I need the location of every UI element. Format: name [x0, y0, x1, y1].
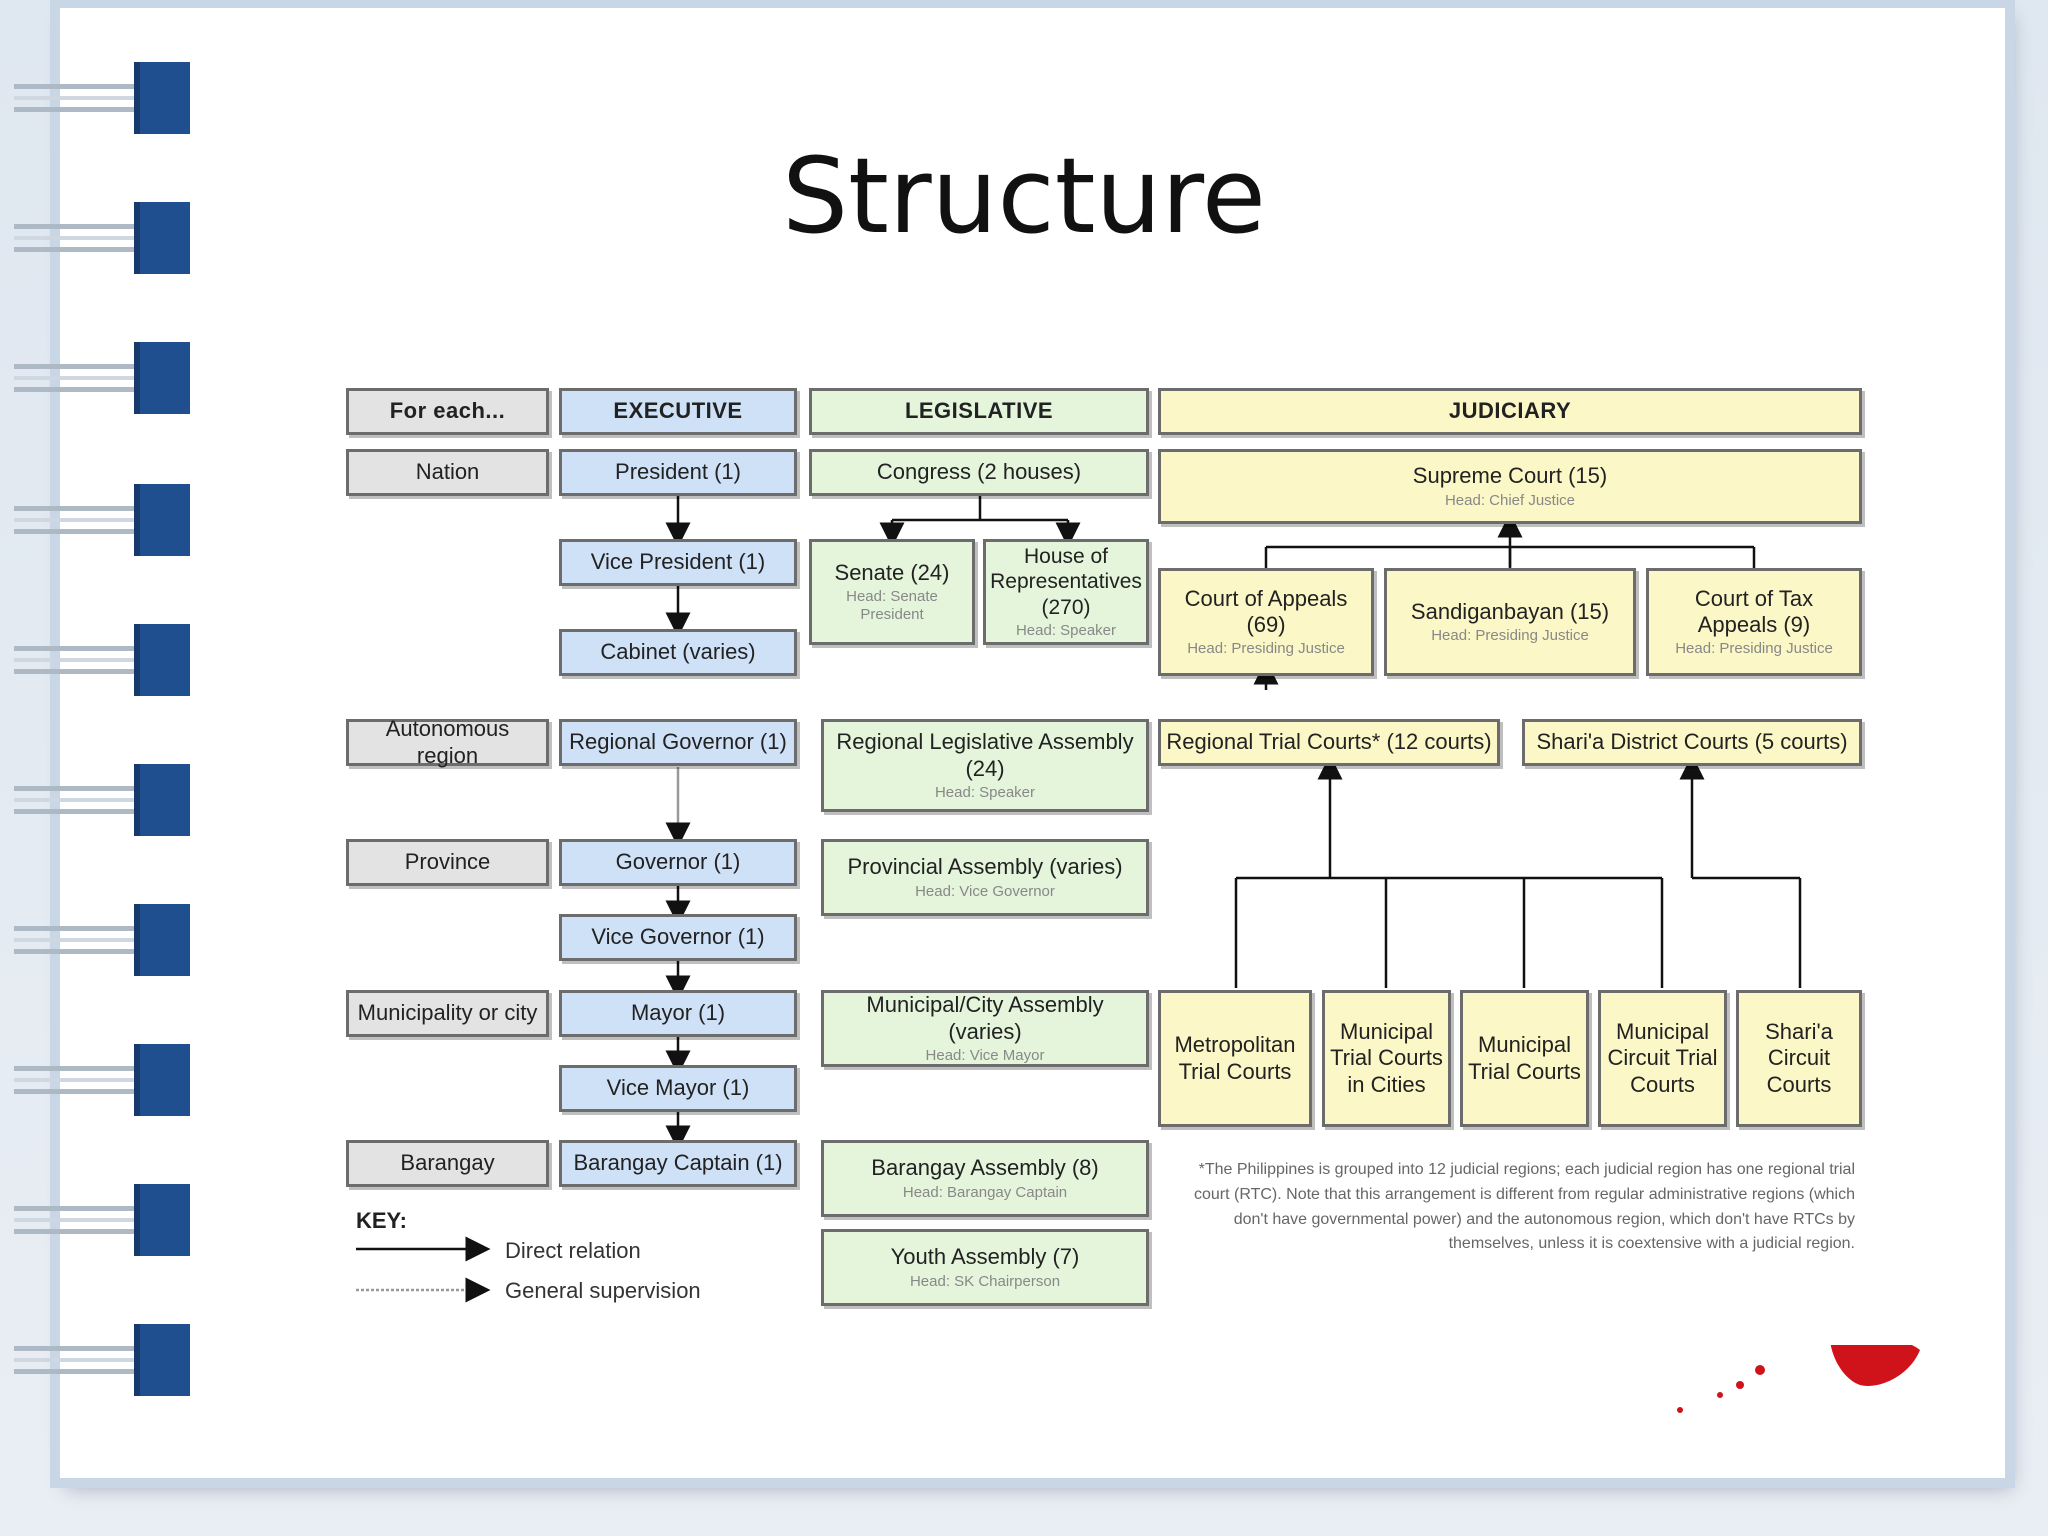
judiciary-municipal-circuit-trial-courts: Municipal Circuit Trial Courts: [1598, 990, 1727, 1127]
senate-head: Head: Senate President: [846, 588, 938, 624]
executive-vice-president: Vice President (1): [559, 539, 797, 586]
executive-cabinet: Cabinet (varies): [559, 629, 797, 676]
header-legislative: LEGISLATIVE: [809, 388, 1149, 435]
level-nation: Nation: [346, 449, 549, 496]
municipal-assembly-head: Head: Vice Mayor: [925, 1046, 1045, 1064]
binder-ring: [14, 1184, 190, 1256]
court-of-appeals-head: Head: Presiding Justice: [1187, 640, 1345, 658]
executive-vice-mayor: Vice Mayor (1): [559, 1065, 797, 1112]
key-title: KEY:: [356, 1208, 407, 1233]
executive-barangay-captain: Barangay Captain (1): [559, 1140, 797, 1187]
executive-president: President (1): [559, 449, 797, 496]
house-name: House of Representatives (270): [990, 545, 1142, 619]
municipal-assembly-name: Municipal/City Assembly (varies): [866, 992, 1104, 1044]
provincial-assembly-name: Provincial Assembly (varies): [847, 854, 1123, 880]
binder-ring: [14, 202, 190, 274]
binder-ring: [14, 1044, 190, 1116]
binder-ring: [14, 624, 190, 696]
senate-name: Senate (24): [834, 559, 950, 585]
legislative-regional-assembly: Regional Legislative Assembly (24) Head:…: [821, 719, 1149, 812]
key-general-supervision: General supervision: [505, 1278, 701, 1303]
map-fragment-decoration: [1660, 1330, 1940, 1413]
regional-assembly-name: Regional Legislative Assembly (24): [836, 729, 1134, 781]
judiciary-supreme-court: Supreme Court (15) Head: Chief Justice: [1158, 449, 1862, 524]
legislative-provincial-assembly: Provincial Assembly (varies) Head: Vice …: [821, 839, 1149, 916]
sandiganbayan-name: Sandiganbayan (15): [1410, 598, 1610, 624]
legislative-senate: Senate (24) Head: Senate President: [809, 539, 975, 645]
youth-assembly-name: Youth Assembly (7): [890, 1244, 1080, 1270]
judiciary-sandiganbayan: Sandiganbayan (15) Head: Presiding Justi…: [1384, 568, 1636, 676]
court-of-appeals-name: Court of Appeals (69): [1184, 585, 1348, 637]
level-province: Province: [346, 839, 549, 886]
judiciary-regional-trial-courts: Regional Trial Courts* (12 courts): [1158, 719, 1500, 766]
executive-governor: Governor (1): [559, 839, 797, 886]
binder-ring: [14, 484, 190, 556]
executive-mayor: Mayor (1): [559, 990, 797, 1037]
judiciary-sharia-district-courts: Shari'a District Courts (5 courts): [1522, 719, 1862, 766]
binder-ring: [14, 1324, 190, 1396]
judiciary-sharia-circuit-courts: Shari'a Circuit Courts: [1736, 990, 1862, 1127]
supreme-court-name: Supreme Court (15): [1412, 463, 1608, 489]
binder-ring: [14, 62, 190, 134]
legislative-congress: Congress (2 houses): [809, 449, 1149, 496]
level-autonomous-region: Autonomous region: [346, 716, 549, 768]
barangay-assembly-head: Head: Barangay Captain: [902, 1183, 1068, 1201]
executive-vice-governor: Vice Governor (1): [559, 914, 797, 961]
youth-assembly-head: Head: SK Chairperson: [909, 1272, 1061, 1290]
barangay-assembly-name: Barangay Assembly (8): [871, 1155, 1099, 1181]
judiciary-metropolitan-trial-courts: Metropolitan Trial Courts: [1158, 990, 1312, 1127]
executive-regional-governor: Regional Governor (1): [559, 719, 797, 766]
binder-ring: [14, 342, 190, 414]
key-direct-relation: Direct relation: [505, 1238, 641, 1263]
regional-assembly-head: Head: Speaker: [934, 783, 1036, 801]
sandiganbayan-head: Head: Presiding Justice: [1431, 627, 1589, 645]
supreme-court-head: Head: Chief Justice: [1444, 491, 1576, 509]
header-executive: EXECUTIVE: [559, 388, 797, 435]
judiciary-court-of-appeals: Court of Appeals (69) Head: Presiding Ju…: [1158, 568, 1374, 676]
judicial-region-footnote: *The Philippines is grouped into 12 judi…: [1193, 1161, 1855, 1253]
level-barangay: Barangay: [346, 1140, 549, 1187]
court-of-tax-appeals-name: Court of Tax Appeals (9): [1694, 585, 1814, 637]
provincial-assembly-head: Head: Vice Governor: [915, 882, 1055, 900]
court-of-tax-appeals-head: Head: Presiding Justice: [1675, 640, 1833, 658]
legislative-house: House of Representatives (270) Head: Spe…: [983, 539, 1149, 645]
level-municipality: Municipality or city: [346, 990, 549, 1037]
slide-title: Structure: [782, 135, 1266, 257]
judiciary-municipal-trial-courts: Municipal Trial Courts: [1460, 990, 1589, 1127]
legislative-barangay-assembly: Barangay Assembly (8) Head: Barangay Cap…: [821, 1140, 1149, 1217]
house-head: Head: Speaker: [1015, 621, 1117, 639]
header-level-column: For each...: [346, 388, 549, 435]
binder-ring: [14, 764, 190, 836]
judiciary-municipal-trial-courts-in-cities: Municipal Trial Courts in Cities: [1322, 990, 1451, 1127]
legislative-youth-assembly: Youth Assembly (7) Head: SK Chairperson: [821, 1229, 1149, 1306]
judiciary-court-of-tax-appeals: Court of Tax Appeals (9) Head: Presiding…: [1646, 568, 1862, 676]
binder-ring: [14, 904, 190, 976]
legislative-municipal-assembly: Municipal/City Assembly (varies) Head: V…: [821, 990, 1149, 1067]
header-judiciary: JUDICIARY: [1158, 388, 1862, 435]
